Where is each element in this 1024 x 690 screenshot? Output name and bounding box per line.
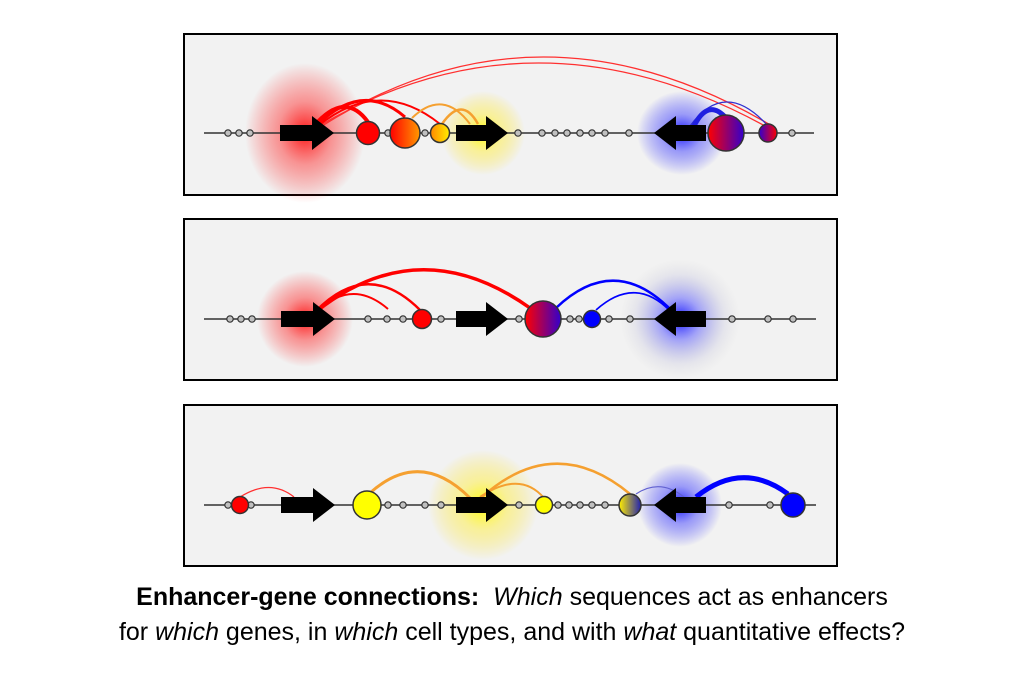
gene-arrow-right (456, 302, 508, 336)
enhancer-blue (780, 492, 806, 518)
contact-arc (411, 103, 471, 125)
panel-3 (183, 404, 838, 567)
caption-italic-word: Which (493, 583, 563, 611)
enhancer-red (411, 308, 433, 330)
contact-arc (555, 279, 673, 312)
contact-arc (481, 462, 631, 498)
enhancer-red (230, 495, 250, 515)
contact-arc (318, 62, 766, 127)
enhancer-gene-diagram (183, 33, 838, 567)
enhancer-red-blue (524, 300, 562, 338)
enhancer-red (355, 120, 381, 146)
caption-separator (479, 583, 493, 611)
contact-arc (321, 56, 773, 127)
gene-arrow-right (456, 116, 508, 150)
gene-arrow-right (280, 116, 334, 150)
enhancer-red-blue (707, 114, 745, 152)
contact-arc (315, 268, 532, 313)
enhancer-yellow-blue (618, 493, 642, 517)
enhancer-yellow (352, 490, 382, 520)
contact-arc (440, 108, 480, 125)
enhancer-yellow (534, 495, 554, 515)
contact-arc (315, 283, 421, 312)
caption-text: cell types, and with (398, 618, 624, 646)
contact-arc (314, 99, 406, 128)
caption-text: quantitative effects? (676, 618, 906, 646)
caption-text: genes, in (218, 618, 335, 646)
small-element-group (224, 129, 796, 137)
enhancer-blue (582, 309, 602, 329)
panel-2 (183, 218, 838, 381)
small-element-group (224, 501, 774, 509)
caption-italic-word: which (155, 618, 219, 646)
contact-arc (595, 291, 671, 312)
caption-line-1: Enhancer-gene connections: Which sequenc… (0, 581, 1024, 613)
caption-text: sequences act as enhancers (562, 583, 888, 611)
contact-arc (635, 486, 685, 498)
caption-bold-title: Enhancer-gene connections: (136, 583, 480, 611)
contact-arc (694, 475, 790, 499)
enhancer-orange-yellow (429, 122, 451, 144)
contact-arc (317, 293, 389, 312)
enhancer-red-orange (389, 117, 421, 149)
enhancer-blue-red (758, 123, 778, 143)
gene-arrow-left (654, 302, 706, 336)
contact-arc (368, 470, 472, 500)
gene-arrow-left (654, 116, 706, 150)
caption-italic-word: which (334, 618, 399, 646)
caption-italic-word: what (623, 618, 677, 646)
contact-arc (317, 99, 441, 127)
gene-arrow-right (281, 488, 335, 522)
gene-arrow-right (281, 302, 335, 336)
gene-arrow-right (456, 488, 508, 522)
caption-text: for (118, 618, 156, 646)
gene-arrow-left (654, 488, 706, 522)
contact-arc (239, 486, 295, 498)
panel-1 (183, 33, 838, 203)
caption-line-2: for which genes, in which cell types, an… (0, 616, 1024, 648)
small-element-group (226, 315, 797, 323)
